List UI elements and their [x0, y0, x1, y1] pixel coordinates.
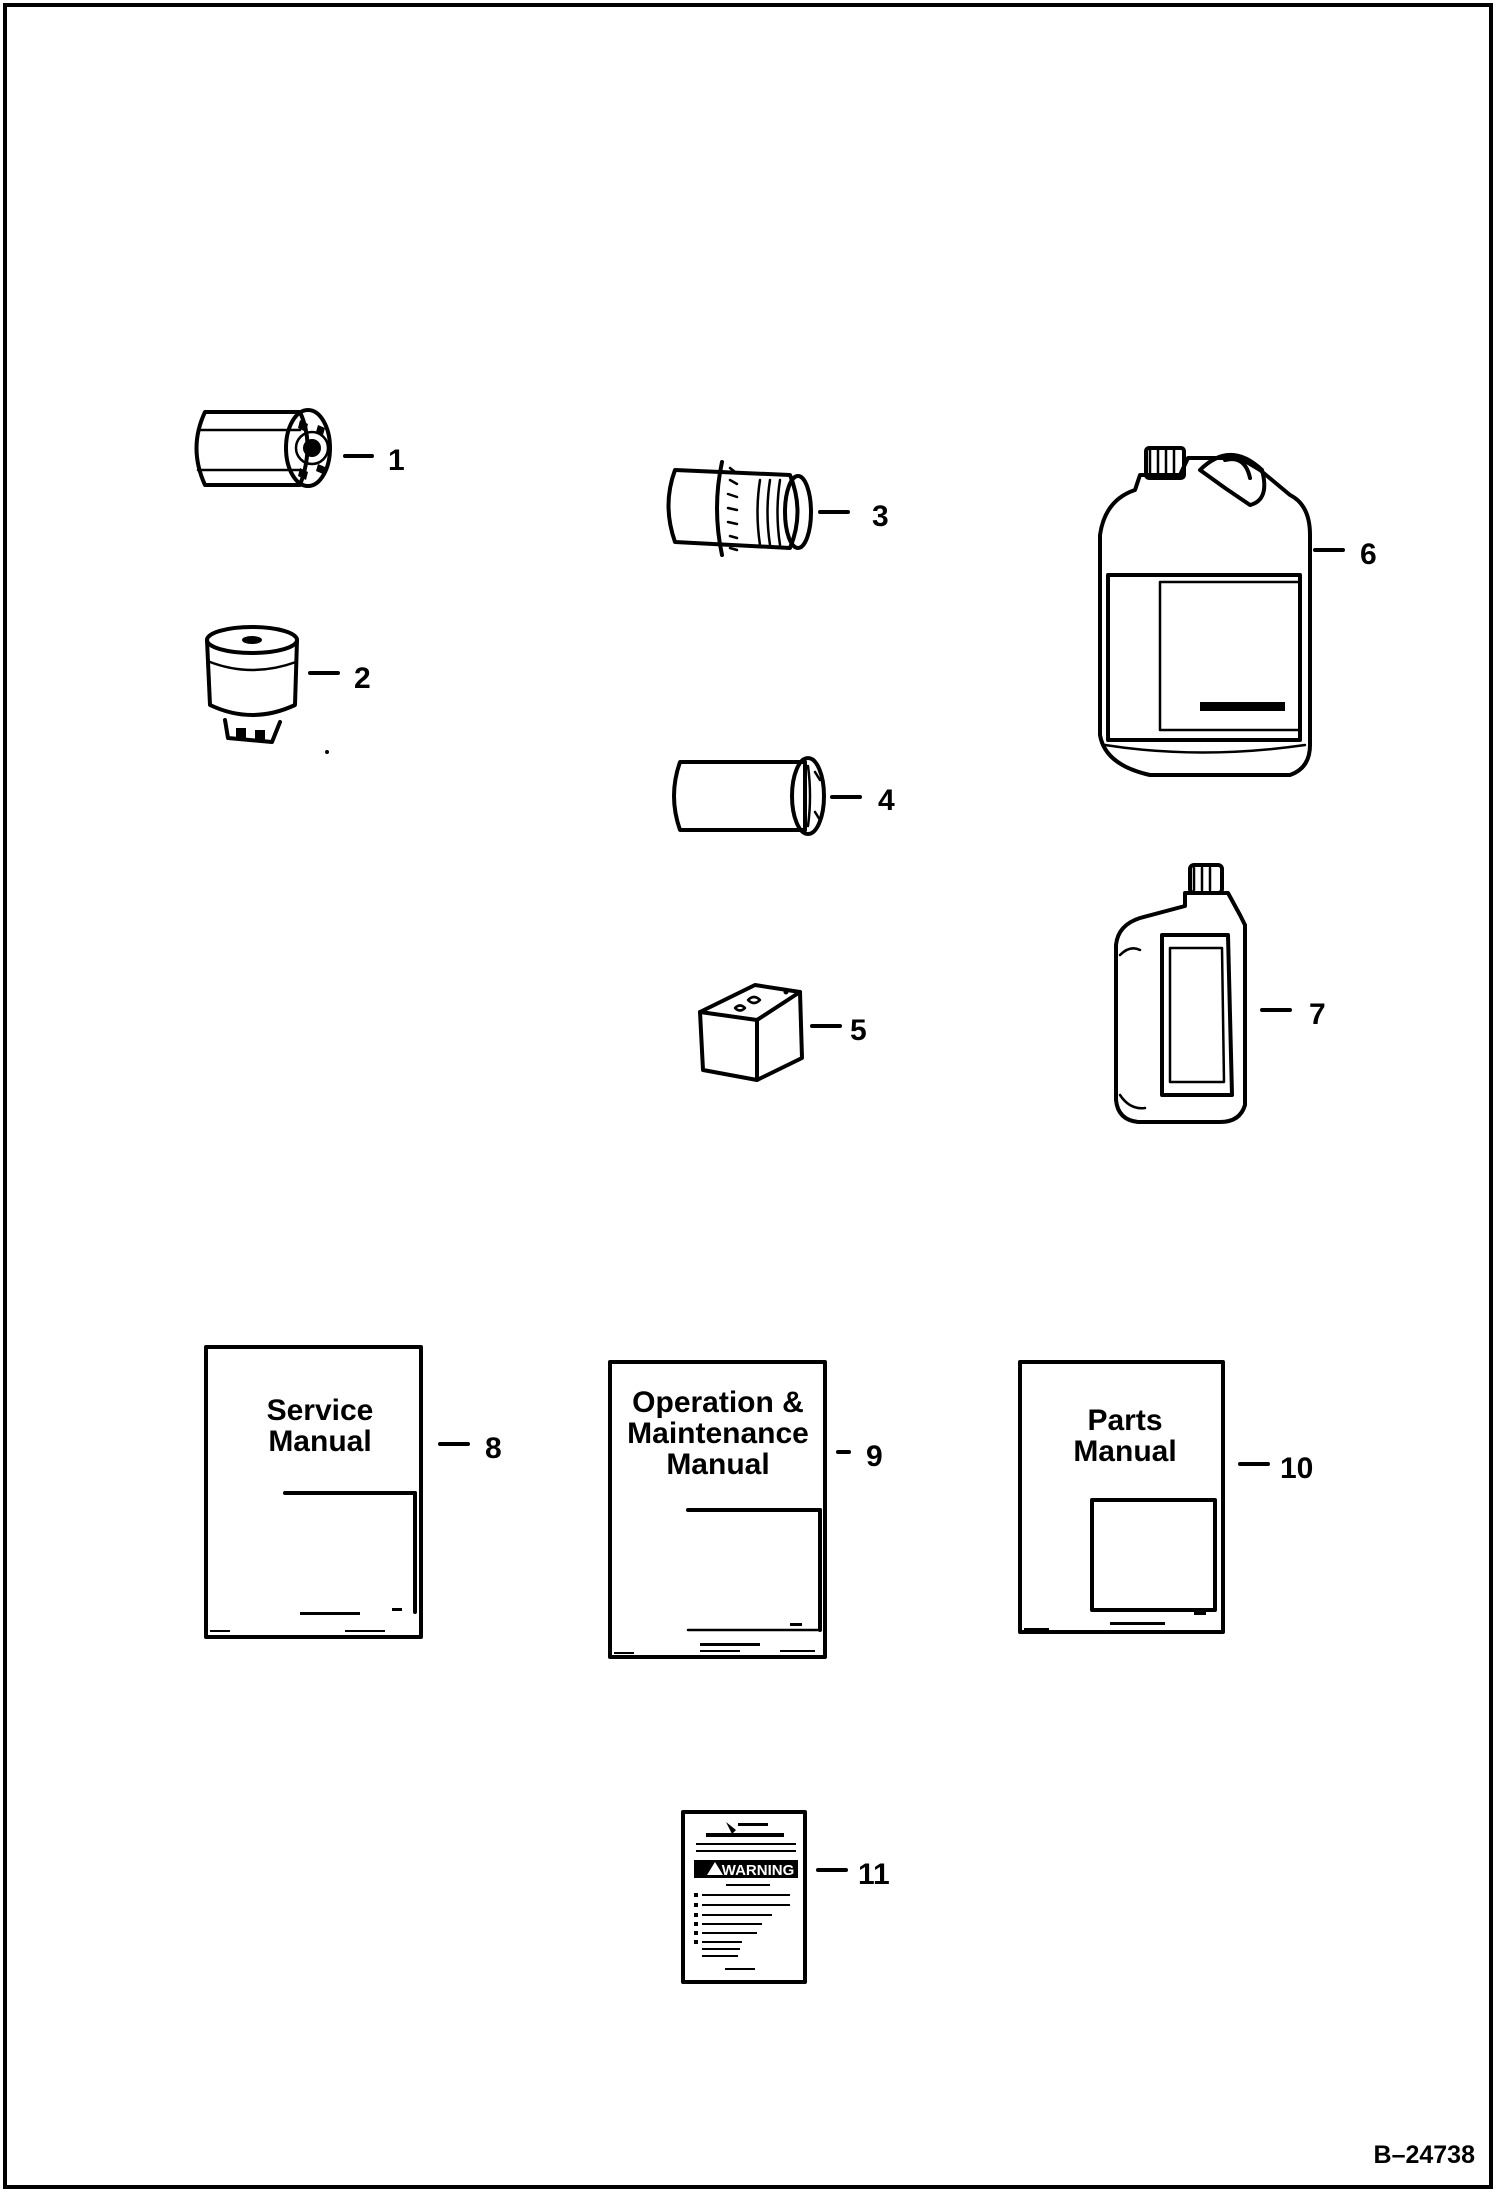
figure-id: B–24738 — [1374, 2141, 1476, 2169]
part-11-safety-handbook — [681, 1810, 848, 1984]
parts-manual-title-line2: Manual — [1073, 1435, 1176, 1468]
callout-9: 9 — [866, 1440, 883, 1473]
part-9-operation-maintenance-manual — [608, 1360, 851, 1659]
om-manual-title-line1: Operation & — [632, 1386, 804, 1419]
decal-warning-text: WARNING — [722, 1862, 795, 1879]
callout-3: 3 — [872, 500, 889, 533]
callout-2: 2 — [354, 662, 371, 695]
part-7-oil-bottle — [1114, 863, 1292, 1124]
part-2-fuel-filter — [205, 625, 340, 754]
callout-11: 11 — [858, 1858, 890, 1891]
callout-4: 4 — [878, 784, 895, 817]
service-manual-title-line1: Service — [267, 1394, 374, 1427]
parts-manual-title-line1: Parts — [1087, 1404, 1162, 1437]
callout-8: 8 — [485, 1432, 502, 1465]
service-manual-title-line2: Manual — [268, 1425, 371, 1458]
callout-7: 7 — [1309, 998, 1326, 1031]
om-manual-title-line3: Manual — [666, 1448, 769, 1481]
callout-6: 6 — [1360, 538, 1377, 571]
drawing-border — [3, 3, 1493, 2189]
callout-10: 10 — [1280, 1452, 1313, 1485]
part-5-kit-block — [698, 983, 842, 1082]
part-3-air-filter — [666, 460, 850, 557]
part-10-parts-manual — [1018, 1360, 1270, 1634]
part-1-oil-filter — [194, 408, 374, 488]
part-8-service-manual — [204, 1345, 470, 1639]
callout-1: 1 — [388, 444, 405, 477]
part-6-fluid-jug — [1098, 446, 1345, 777]
part-4-inner-air-filter — [672, 756, 862, 836]
om-manual-title-line2: Maintenance — [627, 1417, 809, 1450]
callout-5: 5 — [850, 1014, 867, 1047]
